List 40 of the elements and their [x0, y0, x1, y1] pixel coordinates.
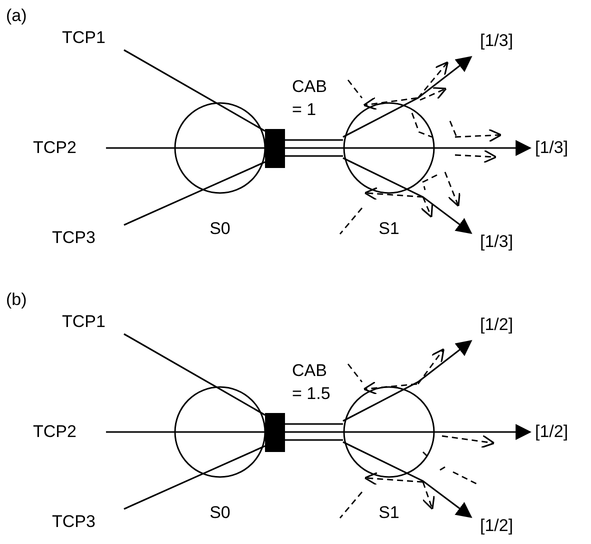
flow-label: TCP1: [62, 312, 106, 332]
flow-label: [1/3]: [535, 138, 568, 158]
flow-line: [124, 188, 204, 226]
node-label: S0: [208, 503, 232, 523]
node-label: S0: [208, 219, 232, 239]
flow-line: [285, 439, 343, 441]
flow-label: TCP1: [62, 28, 106, 48]
flow-line: [106, 431, 175, 433]
flow-line: [285, 431, 343, 433]
bottleneck-bar: [265, 129, 285, 168]
node-label: S1: [378, 503, 400, 523]
flow-label: TCP3: [52, 512, 96, 532]
flow-arrow: [342, 56, 472, 138]
flow-line: [106, 147, 175, 149]
flow-line: [124, 49, 217, 104]
flow-label: [1/3]: [480, 232, 514, 252]
flow-label: [1/3]: [480, 31, 514, 51]
flow-label: [1/2]: [480, 315, 514, 335]
panel-label: (b): [6, 289, 27, 311]
panel-label: (a): [6, 5, 27, 27]
flow-label: TCP3: [52, 228, 96, 248]
capacity-label: CAB = 1.5: [292, 360, 332, 405]
node-label: S1: [378, 219, 400, 239]
flow-arrow: [343, 424, 532, 440]
flow-line: [285, 147, 343, 149]
flow-line: [285, 155, 343, 157]
flow-label: [1/2]: [480, 516, 514, 536]
flow-line: [285, 423, 343, 425]
bottleneck-bar: [265, 413, 285, 452]
flow-arrow: [342, 157, 472, 234]
flow-label: TCP2: [33, 422, 76, 442]
capacity-label: CAB = 1: [292, 76, 328, 121]
flow-label: [1/2]: [535, 422, 568, 442]
flow-line: [124, 472, 204, 510]
flow-arrow: [342, 441, 472, 518]
flow-line: [285, 139, 343, 141]
flow-arrow: [342, 340, 472, 422]
flow-line: [124, 333, 217, 388]
flow-arrow: [343, 140, 532, 156]
flow-label: TCP2: [33, 138, 76, 158]
